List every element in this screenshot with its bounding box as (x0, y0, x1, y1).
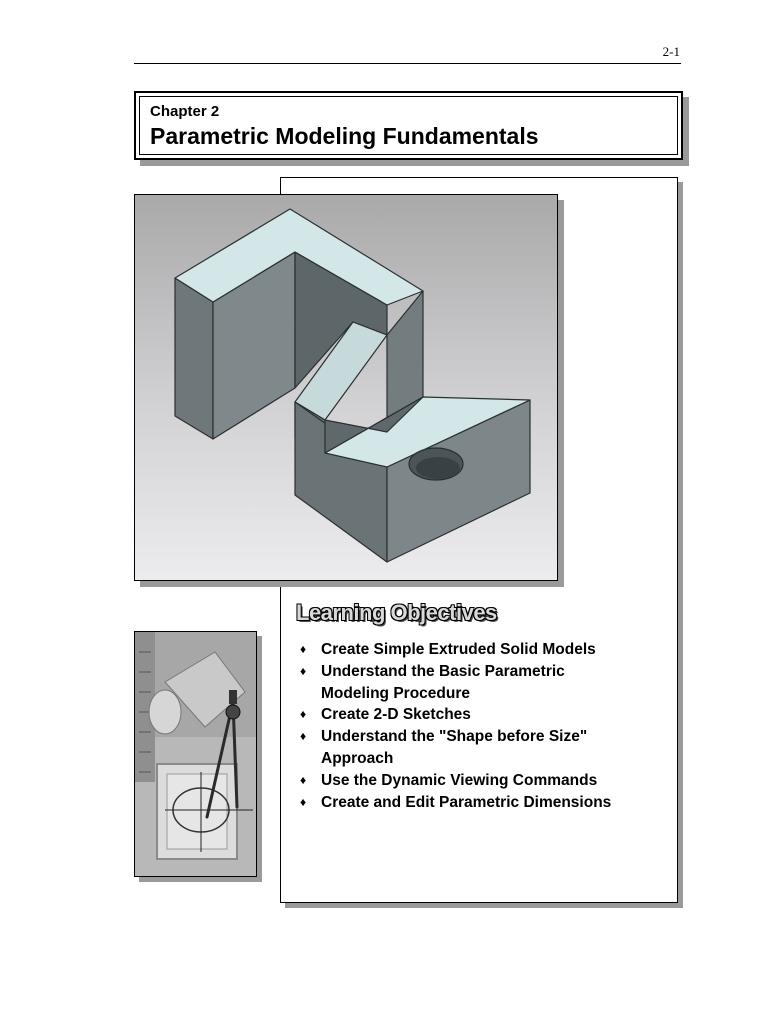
diamond-bullet-icon: ♦ (300, 707, 307, 722)
objective-text-continued: Modeling Procedure (321, 684, 470, 702)
isometric-solid-model-icon (174, 208, 531, 563)
objective-text: Understand the "Shape before Size" (321, 728, 588, 746)
diamond-bullet-icon: ♦ (300, 729, 307, 744)
diamond-bullet-icon: ♦ (300, 663, 307, 678)
diamond-bullet-icon: ♦ (300, 772, 307, 787)
objective-text: Create Simple Extruded Solid Models (321, 641, 596, 658)
chapter-box-inner-border: Chapter 2 Parametric Modeling Fundamenta… (139, 96, 678, 155)
model-illustration-frame (134, 194, 558, 581)
diamond-bullet-icon: ♦ (300, 642, 307, 656)
top-face (174, 208, 424, 306)
objective-text: Create 2-D Sketches (321, 706, 471, 724)
page-number: 2-1 (662, 44, 680, 59)
drafting-compass-icon (135, 632, 256, 876)
objectives-list: ♦ Create Simple Extruded Solid Models ♦ … (300, 639, 670, 813)
model-illustration (134, 194, 564, 587)
objective-item: ♦ Understand the "Shape before Size" App… (300, 726, 670, 770)
objective-text-continued: Approach (321, 749, 394, 767)
objective-item: ♦ Create 2-D Sketches (300, 704, 670, 726)
diamond-bullet-icon: ♦ (300, 794, 307, 809)
drafting-illustration-frame (134, 631, 257, 877)
objective-item: ♦ Create and Edit Parametric Dimensions (300, 792, 670, 814)
objective-item: ♦ Use the Dynamic Viewing Commands (300, 770, 670, 792)
objective-item: ♦ Create Simple Extruded Solid Models (300, 639, 670, 661)
objectives-heading: Learning Objectives (296, 600, 497, 625)
base-back-wall (324, 396, 424, 454)
objective-item: ♦ Understand the Basic Parametric Modeli… (300, 661, 670, 705)
chapter-box-frame: Chapter 2 Parametric Modeling Fundamenta… (134, 91, 683, 160)
drafting-illustration (134, 631, 262, 882)
chapter-title-box: Chapter 2 Parametric Modeling Fundamenta… (134, 91, 689, 166)
header-rule (134, 63, 681, 64)
left-block-front-face (174, 277, 214, 440)
chapter-label: Chapter 2 (150, 103, 220, 120)
objective-text: Use the Dynamic Viewing Commands (321, 771, 598, 789)
objective-text: Create and Edit Parametric Dimensions (321, 793, 612, 811)
objective-text: Understand the Basic Parametric (321, 662, 565, 680)
chapter-title: Parametric Modeling Fundamentals (150, 123, 539, 149)
